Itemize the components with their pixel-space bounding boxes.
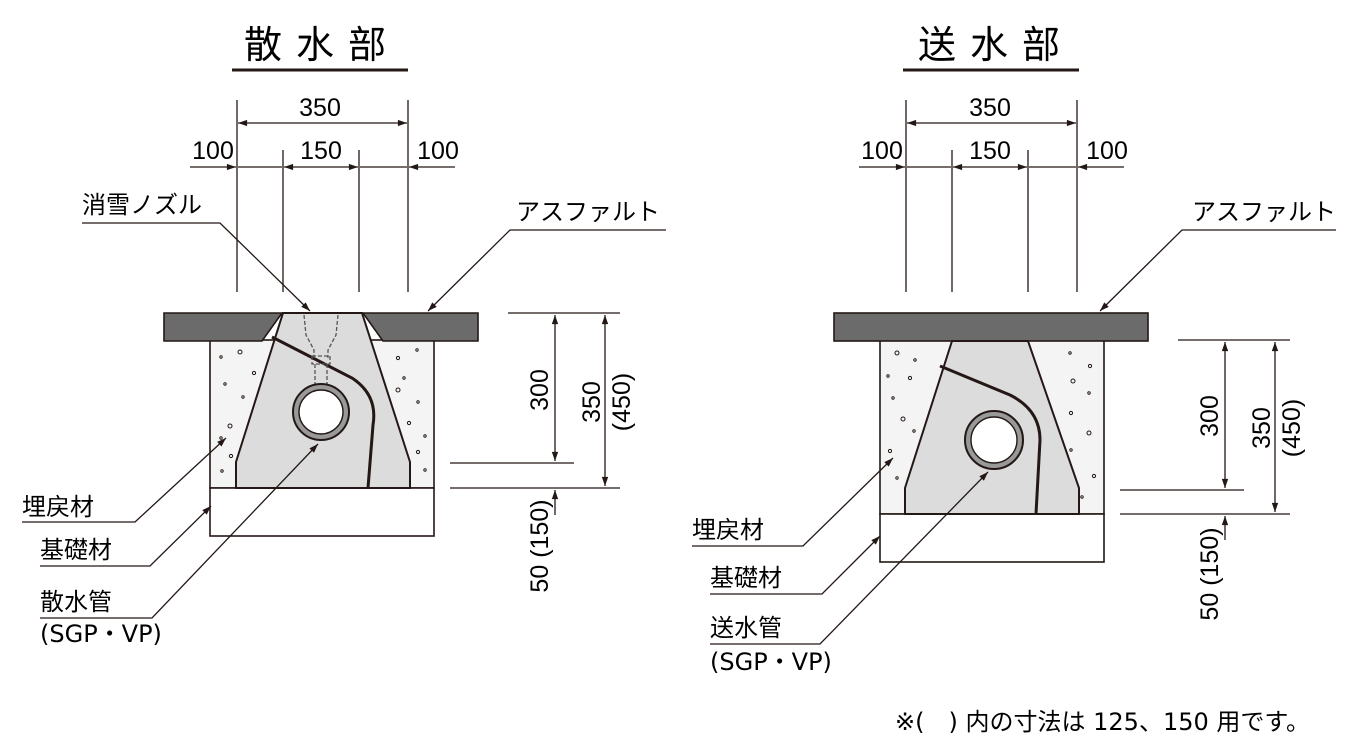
right-title: 送水部 — [918, 23, 1074, 67]
left-vdim-450-text: (450) — [608, 373, 636, 431]
left-vdim-refs — [450, 312, 620, 489]
left-nozzle — [303, 314, 339, 384]
right-dim-150: 150 — [969, 137, 1011, 165]
left-asphalt-left — [163, 312, 284, 342]
left-extension-lines — [236, 100, 409, 292]
right-diagram: 送水部 350 100 150 100 — [692, 23, 1336, 676]
left-diagram: 散水部 350 100 150 100 — [22, 23, 666, 648]
left-vdim-base-text: 50 (150) — [526, 499, 554, 592]
right-leader-backfill — [692, 457, 894, 547]
right-dim-350-text: 350 — [969, 94, 1011, 122]
left-leader-asphalt — [427, 229, 666, 312]
left-label-pipe: 散水管 — [40, 588, 112, 616]
right-leader-foundation — [710, 535, 881, 595]
left-label-foundation: 基礎材 — [40, 536, 112, 564]
left-vdim-300-text: 300 — [526, 369, 554, 411]
left-label-nozzle: 消雪ノズル — [82, 191, 202, 219]
right-label-backfill: 埋戻材 — [692, 516, 764, 544]
right-foundation — [879, 513, 1105, 563]
right-label-asphalt: アスファルト — [1192, 198, 1336, 226]
right-vdim-refs — [1120, 339, 1290, 515]
left-leader-foundation — [40, 505, 212, 567]
right-leader-asphalt — [1099, 229, 1336, 312]
right-vdim-300-text: 300 — [1196, 395, 1224, 437]
right-pipe-inner — [970, 416, 1018, 464]
left-label-backfill: 埋戻材 — [22, 493, 94, 521]
right-extension-lines — [905, 100, 1078, 292]
left-leader-backfill — [22, 437, 227, 523]
left-vdim-350-text: 350 — [578, 381, 606, 423]
left-dim-150: 150 — [300, 137, 342, 165]
right-gutter-inner-line — [939, 364, 1042, 515]
right-vdim-base-text: 50 (150) — [1196, 527, 1224, 620]
left-dim-100-right: 100 — [417, 137, 459, 165]
left-leader-nozzle — [82, 222, 311, 312]
right-vdim-450-text: (450) — [1278, 399, 1306, 457]
left-leader-pipe — [40, 443, 319, 619]
right-label-foundation: 基礎材 — [710, 564, 782, 592]
left-dim-350-text: 350 — [299, 94, 341, 122]
right-label-pipe-material: (SGP・VP) — [710, 648, 832, 676]
left-dim-100-left: 100 — [192, 137, 234, 165]
right-backfill-texture — [886, 350, 1097, 499]
left-foundation — [209, 487, 435, 537]
footnote: ※( ) 内の寸法は 125、150 用です。 — [895, 708, 1310, 736]
right-dim-100-left: 100 — [861, 137, 903, 165]
right-label-pipe: 送水管 — [710, 614, 782, 642]
right-vdim-350-text: 350 — [1248, 407, 1276, 449]
right-leader-pipe — [710, 471, 989, 645]
left-asphalt-right — [361, 312, 479, 342]
left-gutter-inner-line — [271, 335, 376, 489]
left-title: 散水部 — [244, 23, 400, 67]
left-pipe-inner — [298, 389, 344, 435]
left-label-pipe-material: (SGP・VP) — [40, 620, 162, 648]
right-dim-100-right: 100 — [1086, 137, 1128, 165]
left-label-asphalt: アスファルト — [516, 198, 660, 226]
right-asphalt — [833, 312, 1149, 342]
